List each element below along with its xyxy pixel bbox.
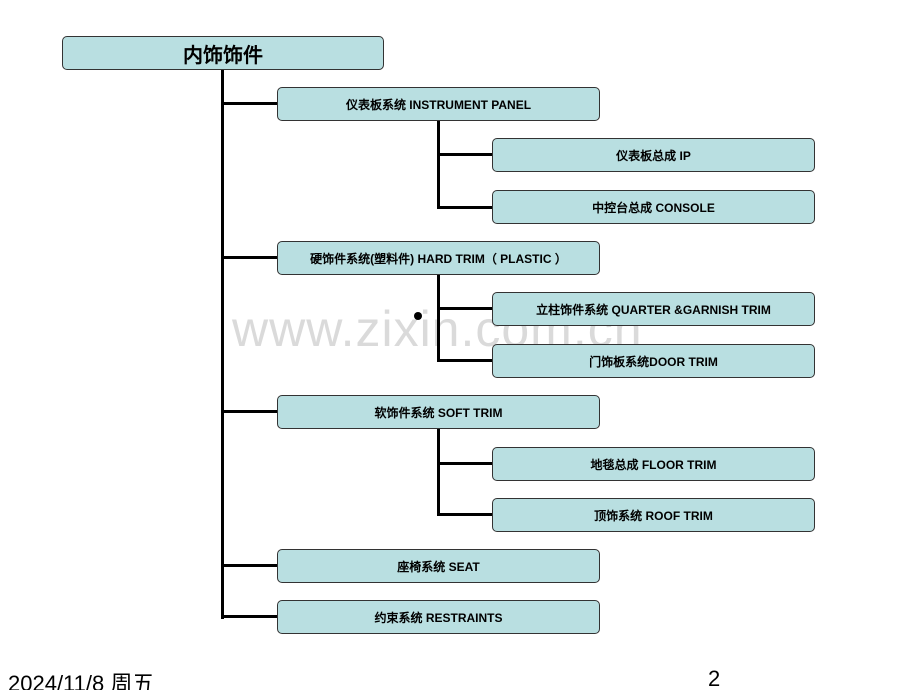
page-number: 2 <box>708 666 721 690</box>
node-ip: 仪表板总成 IP <box>492 138 815 172</box>
connector <box>221 410 277 413</box>
node-soft-trim: 软饰件系统 SOFT TRIM <box>277 395 600 429</box>
node-hard-trim: 硬饰件系统(塑料件) HARD TRIM（ PLASTIC ） <box>277 241 600 275</box>
node-restraints: 约束系统 RESTRAINTS <box>277 600 600 634</box>
node-quarter-garnish-trim: 立柱饰件系统 QUARTER &GARNISH TRIM <box>492 292 815 326</box>
root-node: 内饰饰件 <box>62 36 384 70</box>
connector <box>221 256 277 259</box>
node-door-trim: 门饰板系统DOOR TRIM <box>492 344 815 378</box>
connector <box>221 615 277 618</box>
node-floor-trim: 地毯总成 FLOOR TRIM <box>492 447 815 481</box>
node-console: 中控台总成 CONSOLE <box>492 190 815 224</box>
connector <box>437 359 492 362</box>
connector <box>437 153 492 156</box>
connector <box>221 564 277 567</box>
footer-date: 2024/11/8 周五 <box>8 671 155 690</box>
connector <box>437 462 492 465</box>
node-roof-trim: 顶饰系统 ROOF TRIM <box>492 498 815 532</box>
trunk-line <box>221 69 224 619</box>
connector <box>221 102 277 105</box>
connector <box>437 513 492 516</box>
node-instrument-panel: 仪表板系统 INSTRUMENT PANEL <box>277 87 600 121</box>
branch-line <box>437 275 440 362</box>
connector <box>437 307 492 310</box>
bullet-dot <box>414 312 422 320</box>
branch-line <box>437 429 440 516</box>
branch-line <box>437 121 440 209</box>
connector <box>437 206 492 209</box>
node-seat: 座椅系统 SEAT <box>277 549 600 583</box>
